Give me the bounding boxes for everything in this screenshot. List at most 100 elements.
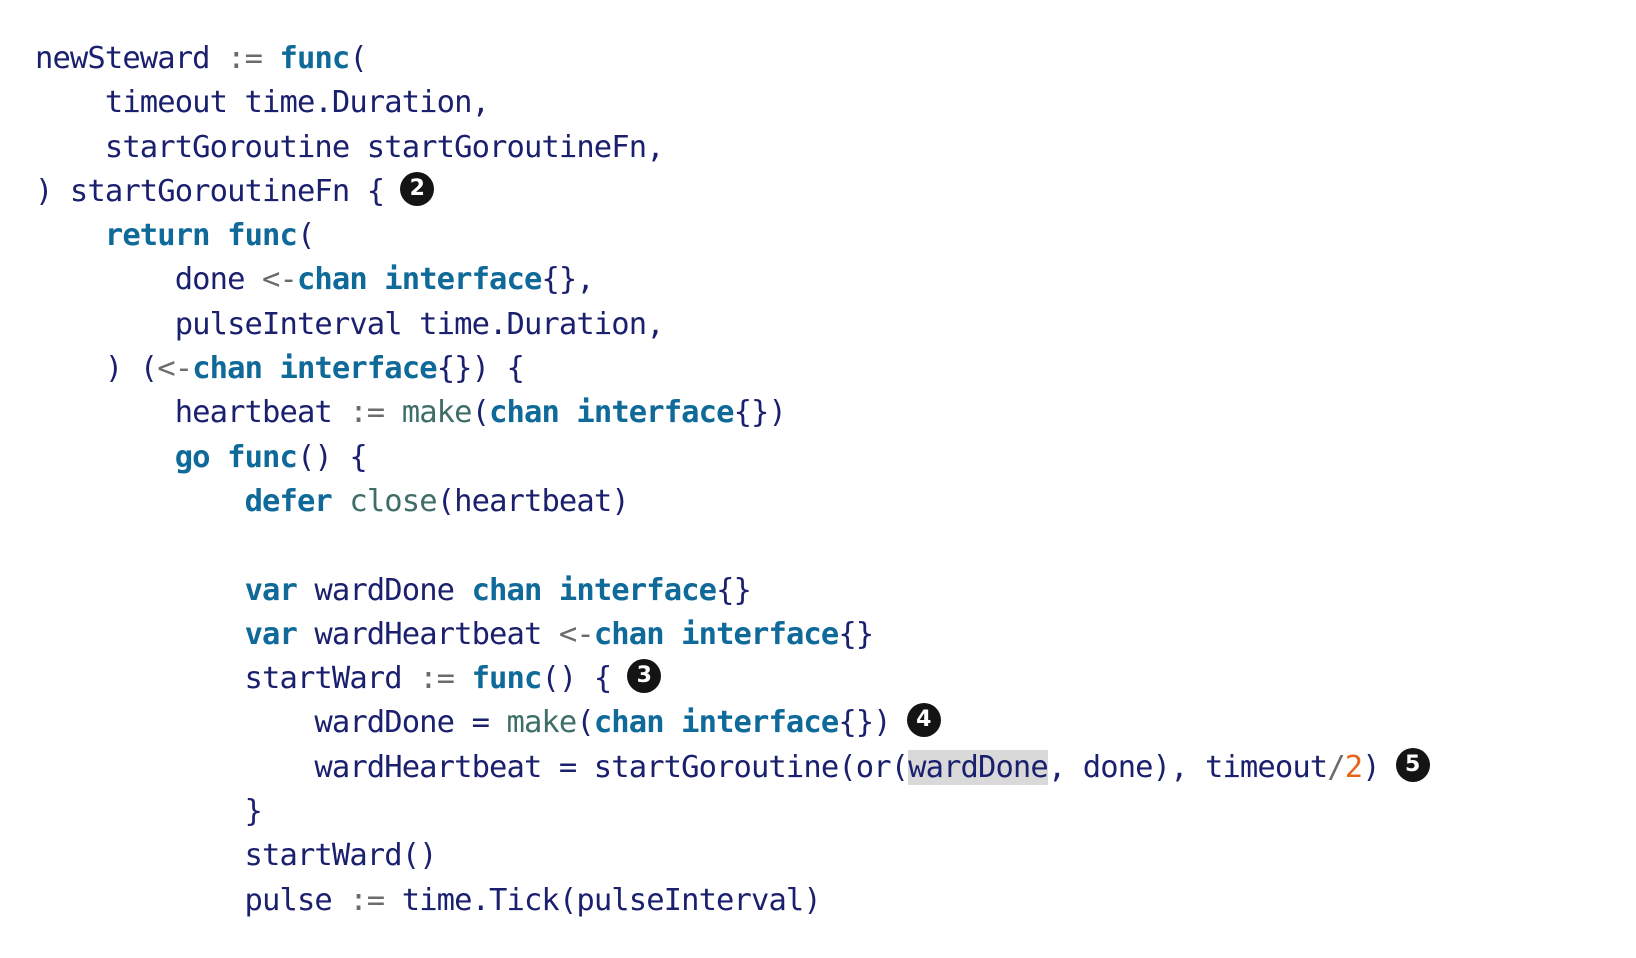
code-token: {} xyxy=(838,616,874,652)
operator: <- xyxy=(262,262,298,298)
code-line: newSteward := func( xyxy=(35,37,1430,81)
code-token: wardDone xyxy=(296,572,472,608)
code-line: startWard() xyxy=(35,834,1430,878)
keyword: defer xyxy=(244,483,333,519)
code-token xyxy=(210,440,227,475)
code-token xyxy=(664,617,681,652)
keyword: func xyxy=(279,41,351,76)
keyword: chan xyxy=(593,705,665,741)
code-token xyxy=(541,573,558,608)
code-token: () { xyxy=(541,661,612,697)
code-token xyxy=(35,484,245,519)
code-line: startWard := func() { 3 xyxy=(35,657,1430,701)
code-token: startWard xyxy=(35,661,420,697)
code-token: wardHeartbeat = startGoroutine(or( xyxy=(35,749,909,785)
code-token: ) ( xyxy=(35,351,158,387)
code-token: timeout time.Duration, xyxy=(35,85,490,121)
keyword: func xyxy=(227,218,298,254)
code-line: } xyxy=(35,790,1430,834)
code-token: {} xyxy=(716,572,752,608)
code-token: {}, xyxy=(541,262,594,298)
builtin: close xyxy=(349,483,437,519)
code-token xyxy=(332,484,349,519)
code-line: var wardHeartbeat <-chan interface{} xyxy=(35,613,1430,657)
code-token: wardHeartbeat xyxy=(296,616,559,652)
number-literal: 2 xyxy=(1344,749,1363,785)
code-line: return func( xyxy=(35,214,1430,258)
keyword: var xyxy=(244,616,298,652)
code-token: ) startGoroutineFn { xyxy=(35,173,385,209)
code-line: startGoroutine startGoroutineFn, xyxy=(35,126,1430,170)
callout-badge: 4 xyxy=(906,703,941,738)
code-token: pulseInterval time.Duration, xyxy=(35,306,665,342)
code-token: , done), timeout xyxy=(1047,749,1328,785)
code-block: newSteward := func( timeout time.Duratio… xyxy=(35,37,1430,923)
code-line: wardDone = make(chan interface{})4 xyxy=(35,701,1430,745)
callout-badge: 5 xyxy=(1395,747,1430,782)
code-line: done <-chan interface{}, xyxy=(35,258,1430,302)
code-token xyxy=(35,440,175,475)
callout-badge: 3 xyxy=(627,659,662,694)
code-line: pulseInterval time.Duration, xyxy=(35,303,1430,347)
operator: := xyxy=(349,882,385,918)
code-token: ) xyxy=(1362,749,1380,785)
highlighted-identifier: wardDone xyxy=(908,749,1049,785)
code-token xyxy=(35,573,245,608)
code-token xyxy=(35,218,105,253)
keyword: chan xyxy=(593,616,665,652)
code-token: (heartbeat) xyxy=(436,483,630,519)
code-token: } xyxy=(35,794,263,830)
code-token: done xyxy=(35,262,263,298)
code-token: startGoroutine startGoroutineFn, xyxy=(35,129,665,165)
code-line: var wardDone chan interface{} xyxy=(35,569,1430,613)
code-line: timeout time.Duration, xyxy=(35,81,1430,125)
keyword: func xyxy=(471,661,543,697)
code-token: startWard() xyxy=(35,838,438,874)
code-token: time.Tick(pulseInterval) xyxy=(384,882,822,918)
code-token: ( xyxy=(576,705,594,741)
code-line: defer close(heartbeat) xyxy=(35,480,1430,524)
code-token: () { xyxy=(296,439,368,475)
code-line: pulse := time.Tick(pulseInterval) xyxy=(35,879,1430,923)
code-token xyxy=(384,395,401,430)
code-token: ( xyxy=(296,218,315,254)
code-token: {}) xyxy=(838,705,891,741)
operator: <- xyxy=(558,616,595,652)
code-token: pulse xyxy=(35,882,350,918)
keyword: chan xyxy=(296,262,368,298)
keyword: interface xyxy=(681,616,839,652)
keyword: go xyxy=(174,439,211,475)
keyword: var xyxy=(244,572,298,608)
keyword: chan xyxy=(489,395,560,431)
code-token xyxy=(35,617,245,652)
keyword: chan xyxy=(192,351,263,387)
code-token: {}) xyxy=(733,395,787,431)
callout-badge: 2 xyxy=(400,171,435,206)
code-token xyxy=(454,661,471,696)
keyword: interface xyxy=(576,395,734,431)
keyword: interface xyxy=(558,572,717,608)
code-token xyxy=(367,262,384,297)
keyword: func xyxy=(227,439,298,475)
code-token xyxy=(559,395,576,430)
builtin: make xyxy=(401,395,473,431)
operator: <- xyxy=(157,351,193,387)
code-token xyxy=(664,705,681,740)
keyword: return xyxy=(104,218,211,254)
code-line: go func() { xyxy=(35,436,1430,480)
code-token: ( xyxy=(471,395,490,431)
code-token: ( xyxy=(349,41,367,76)
keyword: chan xyxy=(471,572,543,608)
builtin: make xyxy=(506,705,578,741)
code-token xyxy=(262,351,279,386)
code-token: {}) { xyxy=(436,351,525,387)
code-line: ) startGoroutineFn { 2 xyxy=(35,170,1430,214)
operator: := xyxy=(227,41,263,76)
code-line: heartbeat := make(chan interface{}) xyxy=(35,391,1430,435)
code-token xyxy=(210,41,227,76)
code-line xyxy=(35,524,1430,568)
operator: := xyxy=(419,661,455,697)
operator: := xyxy=(349,395,385,431)
operator: / xyxy=(1327,749,1345,785)
code-token: heartbeat xyxy=(35,395,350,431)
